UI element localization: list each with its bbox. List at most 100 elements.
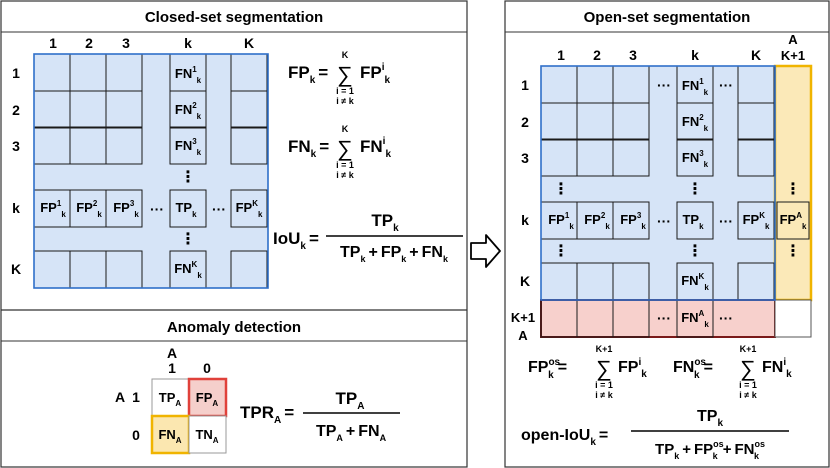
closed-col-label: 2 (85, 35, 93, 51)
open-row-extra-bottom: A (518, 328, 528, 343)
tpr-formula: TPRA= TPA TPA+FNA (240, 389, 400, 443)
open-grid-col-k-cell (676, 138, 714, 177)
closed-set-confusion-grid: 1 2 3 k K 1 2 3 k K ··· ··· ⋮ ⋮ FN1k FN2… (11, 35, 269, 289)
closed-vertical-ellipsis: ⋮ (180, 169, 196, 186)
open-grid-anomaly-col-cell (776, 201, 810, 240)
closed-row-label: 1 (12, 65, 20, 81)
open-col-extra-top: A (788, 32, 798, 47)
closed-cell-tpk: TPk (175, 200, 197, 219)
open-horizontal-ellipsis: ··· (719, 77, 733, 93)
open-set-title: Open-set segmentation (584, 9, 751, 26)
closed-grid-background (34, 54, 268, 288)
open-grid-cell (612, 138, 650, 177)
closed-cell-fn3: FN3k (175, 137, 202, 157)
closed-grid-col-k-cell (169, 126, 207, 165)
closed-fn-sum-cond: i ≠ k (336, 170, 354, 180)
anomaly-tn-label: TNA (195, 427, 218, 445)
closed-row-label: K (11, 261, 21, 277)
anomaly-tp-label: TPA (159, 390, 182, 408)
open-fn-sum-lower: i = 1 (739, 380, 757, 390)
closed-iou-lhs: IoUk= (273, 229, 319, 252)
open-horizontal-ellipsis: ··· (657, 310, 671, 326)
open-cell-fn1: FN1k (682, 77, 709, 97)
closed-row-label: 3 (12, 138, 20, 154)
open-fp-sum-upper: K+1 (596, 344, 613, 354)
anomaly-cell-tn (188, 415, 227, 454)
open-fn-term: FNik (762, 357, 792, 380)
closed-grid-row-k-cell (230, 189, 268, 228)
closed-fp-formula: FPk= K ∑ i = 1 i ≠ k FPik (288, 50, 391, 106)
open-iou-lhs: open-IoUk= (521, 427, 608, 448)
closed-col-label: 3 (122, 35, 130, 51)
open-fp-term: FPik (618, 357, 647, 380)
closed-fp-sum-lower: i = 1 (336, 86, 354, 96)
open-cell-tpk: TPk (682, 212, 704, 231)
open-col-label: 3 (629, 47, 637, 63)
open-set-confusion-grid: 1 2 3 k K A K+1 1 2 3 k K K+1 A ··· ··· … (511, 32, 813, 343)
closed-fp-term: FPik (360, 62, 391, 86)
open-cell-fp2: FP2k (584, 211, 610, 231)
closed-fp-sum-cond: i ≠ k (336, 96, 354, 106)
open-cell-fpA: FPAk (780, 211, 807, 231)
open-iou-numerator: TPk (697, 408, 723, 429)
open-row-label: K (520, 273, 530, 289)
open-row-label: 3 (521, 150, 529, 166)
open-cell-fn3: FN3k (682, 149, 709, 169)
anomaly-detection-title: Anomaly detection (167, 319, 301, 336)
open-horizontal-ellipsis: ··· (719, 213, 733, 229)
anomaly-col-label: 0 (203, 360, 211, 376)
open-vertical-ellipsis: ⋮ (553, 181, 569, 198)
open-fn-sum-upper: K+1 (740, 344, 757, 354)
closed-grid-row-k-cell (105, 189, 143, 228)
closed-fp-lhs: FPk= (288, 63, 328, 86)
open-grid-cells (540, 65, 810, 338)
closed-horizontal-ellipsis: ··· (150, 201, 164, 217)
anomaly-row-label: 1 (132, 389, 140, 405)
open-grid-col-k-cell (676, 102, 714, 141)
open-row-label: 2 (521, 114, 529, 130)
anomaly-col-label: 1 (168, 360, 176, 376)
anomaly-fn-label: FNA (158, 427, 181, 445)
open-cell-fp3: FP3k (620, 211, 646, 231)
open-horizontal-ellipsis: ··· (719, 310, 733, 326)
anomaly-col-header: A (167, 345, 177, 361)
anomaly-cell-fp (187, 377, 228, 418)
open-col-extra-bottom: K+1 (781, 48, 805, 63)
closed-grid-cell (230, 90, 268, 129)
open-cell-fn2: FN2k (682, 113, 709, 133)
open-vertical-ellipsis: ⋮ (687, 243, 703, 260)
transition-arrow-icon (470, 234, 501, 268)
closed-grid-cell (230, 126, 268, 165)
open-grid-border (540, 65, 776, 301)
open-fp-sum-cond: i ≠ k (595, 390, 613, 400)
closed-cell-fn2: FN2k (175, 101, 202, 121)
open-col-label: 2 (593, 47, 601, 63)
anomaly-fp-label: FPA (196, 390, 219, 408)
closed-grid-cell (105, 126, 143, 165)
closed-fn-sigma: ∑ (337, 136, 353, 161)
open-row-label: k (521, 212, 529, 228)
anomaly-cell-fn (150, 414, 191, 455)
open-horizontal-ellipsis: ··· (657, 213, 671, 229)
open-grid-cell (737, 102, 775, 141)
closed-fn-term: FNik (360, 136, 391, 160)
closed-set-title: Closed-set segmentation (145, 9, 323, 26)
closed-col-label: k (184, 35, 192, 51)
tpr-denominator: TPA+FNA (316, 423, 387, 443)
open-col-label: 1 (557, 47, 565, 63)
open-cell-fp1: FP1k (548, 211, 574, 231)
open-grid-corner-cell (774, 299, 812, 338)
open-grid-anomaly-row (540, 299, 776, 338)
closed-grid-border (33, 53, 269, 289)
open-fp-sum-lower: i = 1 (595, 380, 613, 390)
open-grid-row-k-cell (676, 201, 714, 240)
closed-grid-col-k-cell (169, 90, 207, 129)
open-fn-sigma: ∑ (740, 356, 756, 381)
closed-iou-denominator: TPk+FPk+FNk (340, 244, 449, 264)
closed-fp-sigma: ∑ (337, 62, 353, 87)
open-grid-cell (737, 138, 775, 177)
tpr-numerator: TPA (336, 389, 365, 412)
